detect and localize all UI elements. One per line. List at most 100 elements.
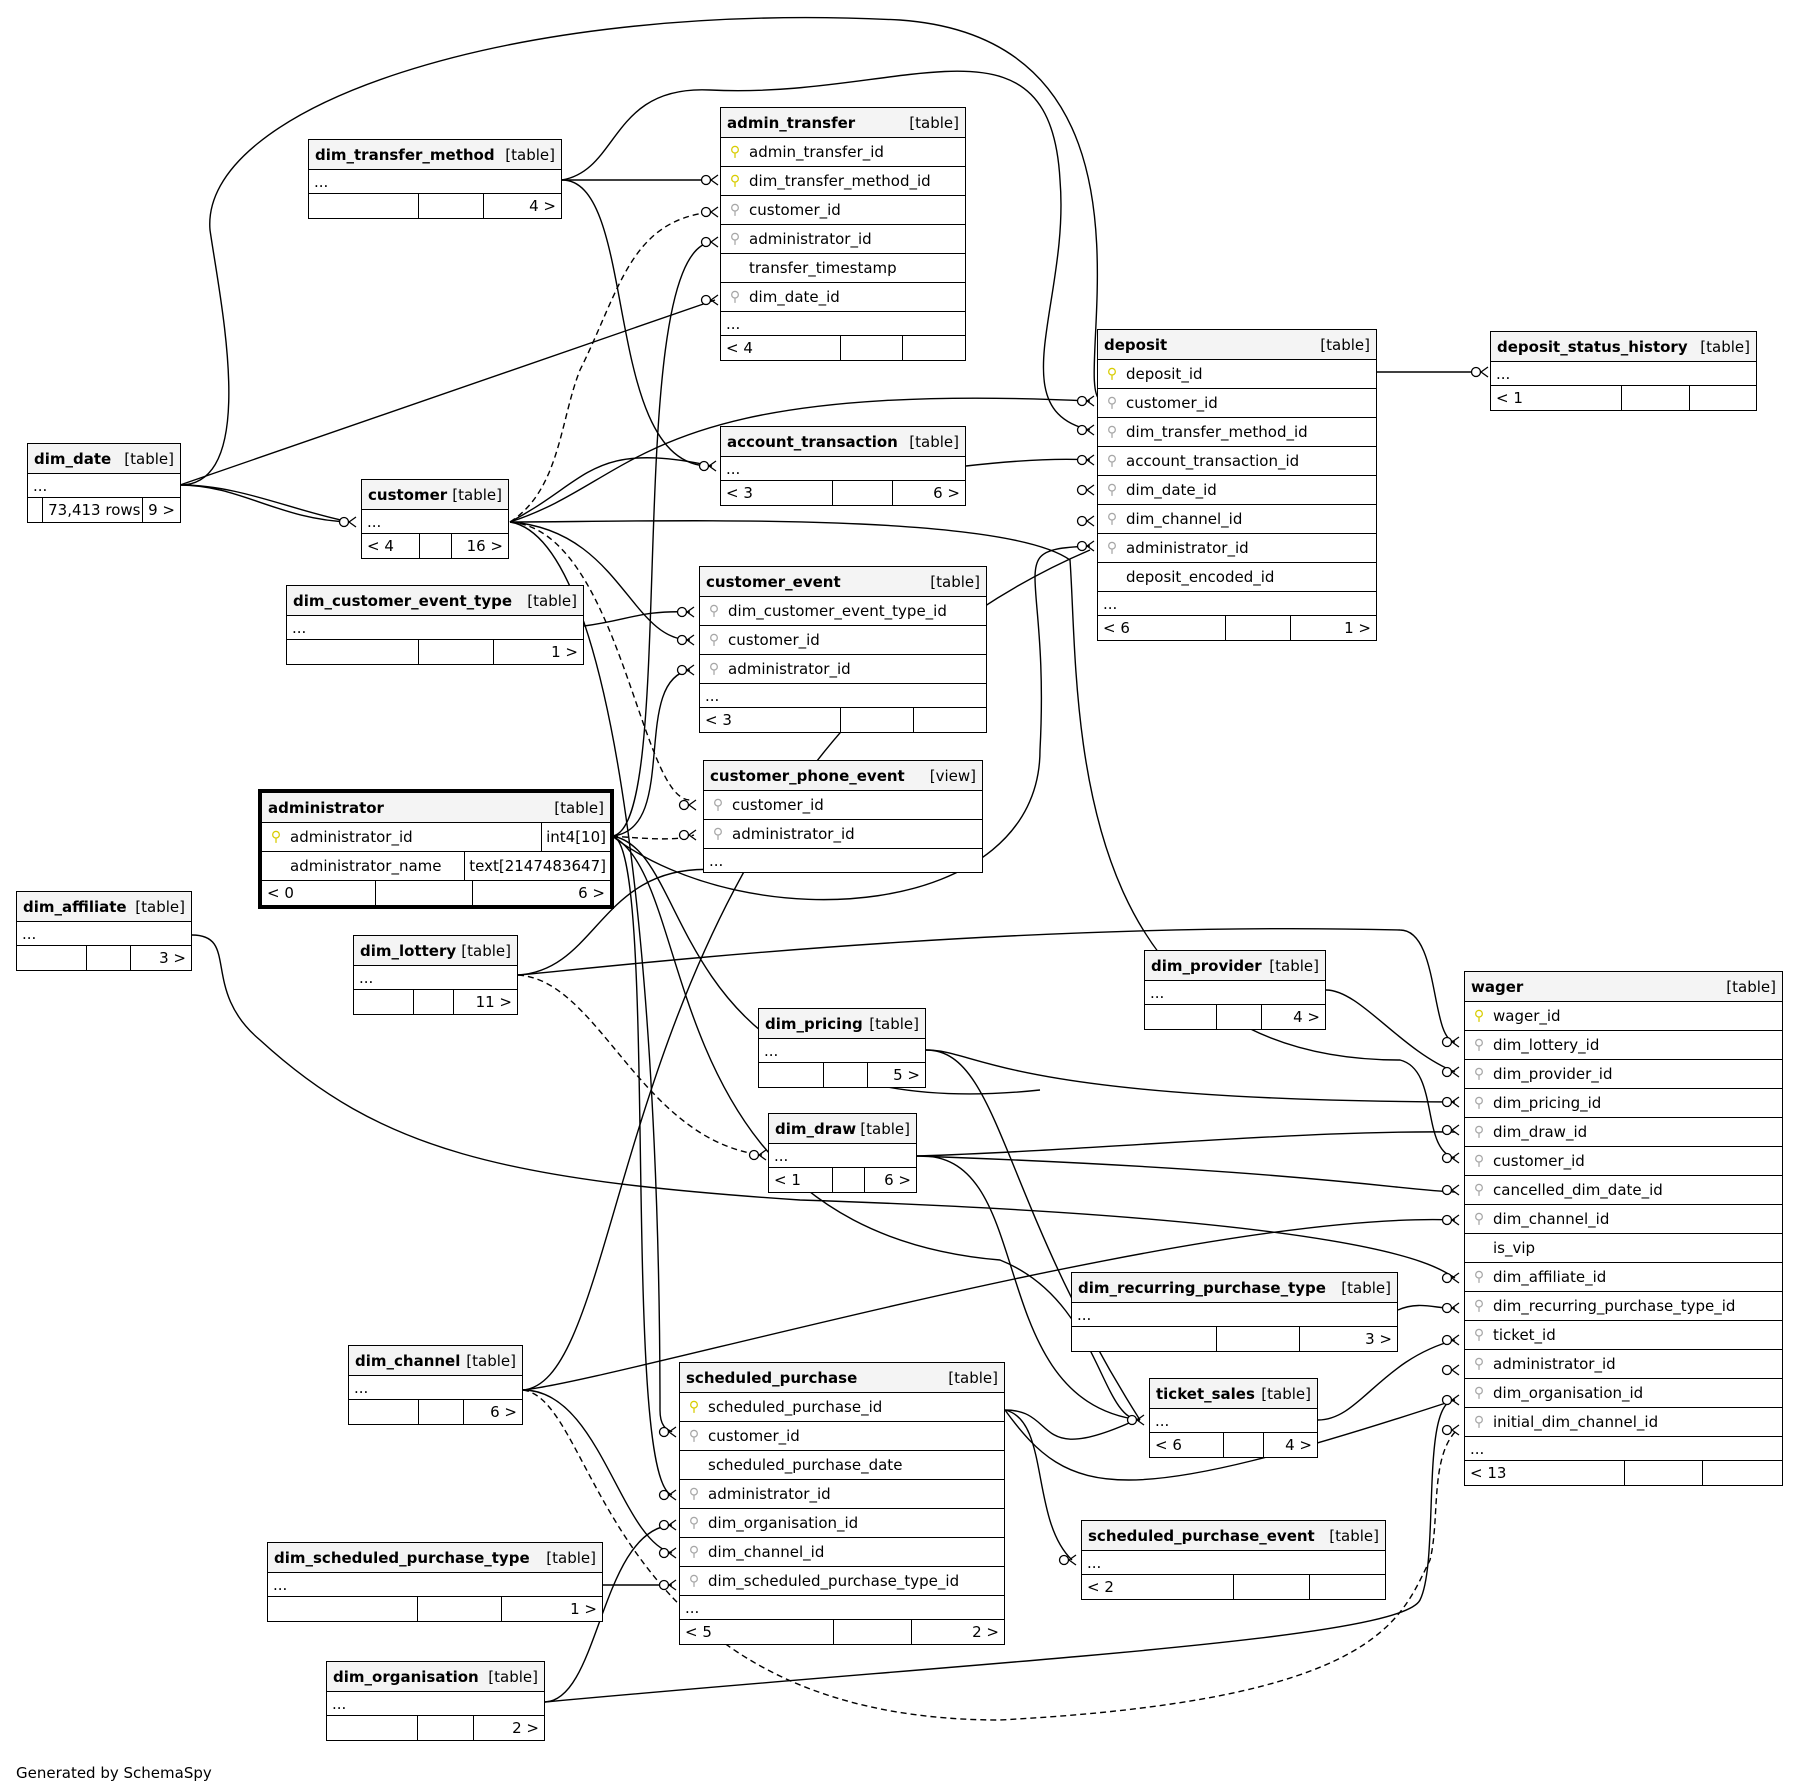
- column-row[interactable]: ⚲administrator_id: [1465, 1349, 1782, 1378]
- column-row[interactable]: ⚲administrator_id: [680, 1479, 1004, 1508]
- parents-count[interactable]: < 6: [1098, 616, 1226, 640]
- table-dim-affiliate[interactable]: dim_affiliate[table]...3 >: [16, 891, 192, 971]
- table-dim-lottery[interactable]: dim_lottery[table]...11 >: [353, 935, 518, 1015]
- parents-count[interactable]: [268, 1597, 418, 1621]
- column-row[interactable]: ⚲deposit_encoded_id: [1098, 562, 1376, 591]
- children-count[interactable]: 1 >: [551, 643, 578, 661]
- column-row[interactable]: ⚲admin_transfer_id: [721, 137, 965, 166]
- column-row[interactable]: ⚲customer_id: [1098, 388, 1376, 417]
- more-columns[interactable]: ...: [1098, 591, 1376, 615]
- column-row[interactable]: ⚲dim_recurring_purchase_type_id: [1465, 1291, 1782, 1320]
- more-columns[interactable]: ...: [1082, 1550, 1385, 1574]
- table-scheduled-purchase[interactable]: scheduled_purchase[table]⚲scheduled_purc…: [679, 1362, 1005, 1645]
- children-count[interactable]: 9 >: [148, 501, 175, 519]
- more-columns[interactable]: ...: [1491, 361, 1756, 385]
- parents-count[interactable]: [309, 194, 419, 218]
- parents-count[interactable]: [327, 1716, 418, 1740]
- column-row[interactable]: ⚲account_transaction_id: [1098, 446, 1376, 475]
- column-row[interactable]: ⚲dim_date_id: [1098, 475, 1376, 504]
- more-columns[interactable]: ...: [28, 473, 180, 497]
- parents-count[interactable]: < 0: [262, 881, 376, 905]
- column-row[interactable]: ⚲administrator_id: [1098, 533, 1376, 562]
- children-count[interactable]: [1690, 386, 1756, 410]
- column-row[interactable]: ⚲initial_dim_channel_id: [1465, 1407, 1782, 1436]
- column-row[interactable]: ⚲customer_id: [721, 195, 965, 224]
- children-count[interactable]: 6 >: [490, 1403, 517, 1421]
- column-row[interactable]: ⚲dim_affiliate_id: [1465, 1262, 1782, 1291]
- more-columns[interactable]: ...: [268, 1572, 602, 1596]
- children-count[interactable]: [1310, 1575, 1385, 1599]
- column-row[interactable]: ⚲dim_customer_event_type_id: [700, 596, 986, 625]
- column-row[interactable]: ⚲customer_id: [704, 790, 982, 819]
- children-count[interactable]: 1 >: [1344, 619, 1371, 637]
- parents-count[interactable]: < 6: [1150, 1433, 1224, 1457]
- children-count[interactable]: 6 >: [884, 1171, 911, 1189]
- more-columns[interactable]: ...: [721, 456, 965, 480]
- parents-count[interactable]: < 3: [700, 708, 841, 732]
- parents-count[interactable]: [17, 946, 87, 970]
- column-row[interactable]: ⚲ticket_id: [1465, 1320, 1782, 1349]
- column-row[interactable]: ⚲dim_channel_id: [1098, 504, 1376, 533]
- column-row[interactable]: ⚲dim_draw_id: [1465, 1117, 1782, 1146]
- more-columns[interactable]: ...: [721, 311, 965, 335]
- more-columns[interactable]: ...: [354, 965, 517, 989]
- more-columns[interactable]: ...: [349, 1375, 522, 1399]
- parents-count[interactable]: < 4: [721, 336, 841, 360]
- children-count[interactable]: [914, 708, 986, 732]
- table-customer-phone-event[interactable]: customer_phone_event[view]⚲customer_id⚲a…: [703, 760, 983, 873]
- parents-count[interactable]: [354, 990, 414, 1014]
- children-count[interactable]: 4 >: [1293, 1008, 1320, 1026]
- parents-count[interactable]: < 4: [362, 534, 420, 558]
- table-dim-customer-event-type[interactable]: dim_customer_event_type[table]...1 >: [286, 585, 584, 665]
- column-row[interactable]: ⚲scheduled_purchase_date: [680, 1450, 1004, 1479]
- children-count[interactable]: [903, 336, 965, 360]
- column-row[interactable]: ⚲dim_date_id: [721, 282, 965, 311]
- column-row[interactable]: ⚲cancelled_dim_date_id: [1465, 1175, 1782, 1204]
- column-row[interactable]: ⚲dim_provider_id: [1465, 1059, 1782, 1088]
- more-columns[interactable]: ...: [1072, 1302, 1397, 1326]
- children-count[interactable]: 3 >: [159, 949, 186, 967]
- table-scheduled-purchase-event[interactable]: scheduled_purchase_event[table]...< 2: [1081, 1520, 1386, 1600]
- table-dim-channel[interactable]: dim_channel[table]...6 >: [348, 1345, 523, 1425]
- column-row[interactable]: ⚲wager_id: [1465, 1001, 1782, 1030]
- parents-count[interactable]: [349, 1400, 419, 1424]
- table-deposit-status-history[interactable]: deposit_status_history[table]...< 1: [1490, 331, 1757, 411]
- more-columns[interactable]: ...: [769, 1143, 916, 1167]
- parents-count[interactable]: [759, 1063, 824, 1087]
- column-row[interactable]: ⚲dim_transfer_method_id: [1098, 417, 1376, 446]
- more-columns[interactable]: ...: [327, 1691, 544, 1715]
- column-row[interactable]: ⚲is_vip: [1465, 1233, 1782, 1262]
- more-columns[interactable]: ...: [17, 921, 191, 945]
- more-columns[interactable]: ...: [700, 683, 986, 707]
- children-count[interactable]: 6 >: [578, 884, 605, 902]
- table-dim-scheduled-purchase-type[interactable]: dim_scheduled_purchase_type[table]...1 >: [267, 1542, 603, 1622]
- parents-count[interactable]: [1145, 1005, 1217, 1029]
- children-count[interactable]: 2 >: [512, 1719, 539, 1737]
- table-wager[interactable]: wager[table]⚲wager_id⚲dim_lottery_id⚲dim…: [1464, 971, 1783, 1486]
- table-dim-provider[interactable]: dim_provider[table]...4 >: [1144, 950, 1326, 1030]
- parents-count[interactable]: < 5: [680, 1620, 834, 1644]
- more-columns[interactable]: ...: [1150, 1408, 1317, 1432]
- column-row[interactable]: ⚲dim_channel_id: [1465, 1204, 1782, 1233]
- parents-count[interactable]: < 1: [769, 1168, 833, 1192]
- column-row[interactable]: ⚲dim_organisation_id: [1465, 1378, 1782, 1407]
- children-count[interactable]: [1703, 1461, 1782, 1485]
- more-columns[interactable]: ...: [362, 509, 508, 533]
- table-dim-pricing[interactable]: dim_pricing[table]...5 >: [758, 1008, 926, 1088]
- column-row[interactable]: ⚲dim_lottery_id: [1465, 1030, 1782, 1059]
- more-columns[interactable]: ...: [287, 615, 583, 639]
- table-dim-transfer-method[interactable]: dim_transfer_method[table]...4 >: [308, 139, 562, 219]
- column-row[interactable]: ⚲dim_pricing_id: [1465, 1088, 1782, 1117]
- column-row[interactable]: ⚲customer_id: [700, 625, 986, 654]
- more-columns[interactable]: ...: [1465, 1436, 1782, 1460]
- more-columns[interactable]: ...: [680, 1595, 1004, 1619]
- more-columns[interactable]: ...: [1145, 980, 1325, 1004]
- parents-count[interactable]: < 1: [1491, 386, 1622, 410]
